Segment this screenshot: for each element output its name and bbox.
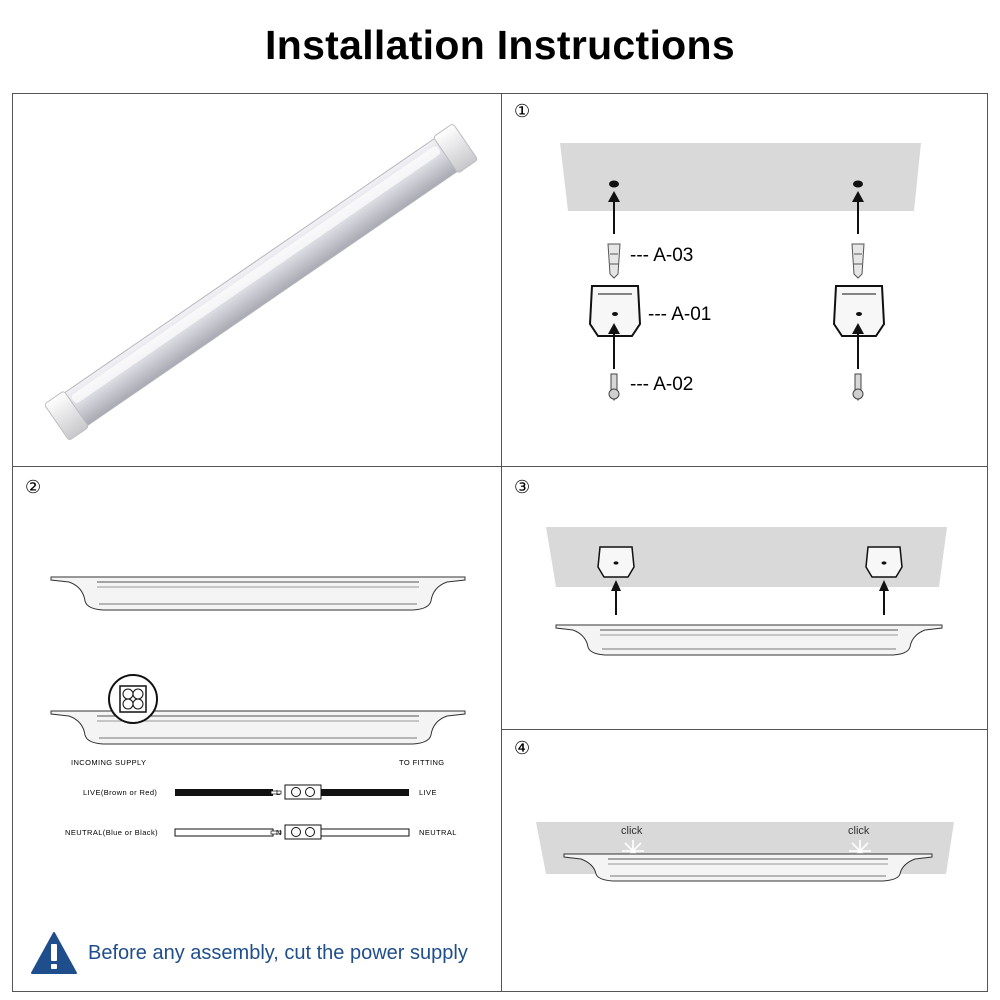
- batten-side-view-top: [50, 576, 466, 611]
- step-2-panel: ② INCOMING SUPPLY TO FITTING LIVE(Brown …: [12, 466, 502, 992]
- incoming-supply-label: INCOMING SUPPLY: [71, 758, 146, 767]
- to-fitting-label: TO FITTING: [399, 758, 445, 767]
- step-2-diagram: INCOMING SUPPLY TO FITTING LIVE(Brown or…: [50, 576, 466, 840]
- live-supply-label: LIVE(Brown or Red): [83, 788, 157, 797]
- step-4-number: ④: [514, 738, 531, 759]
- page-title: Installation Instructions: [265, 22, 735, 68]
- power-warning: Before any assembly, cut the power suppl…: [30, 930, 468, 976]
- step-4-diagram: click click: [536, 822, 954, 882]
- step-1-number: ①: [514, 101, 531, 122]
- step-2-number: ②: [25, 477, 42, 498]
- warning-text: Before any assembly, cut the power suppl…: [88, 941, 468, 964]
- step-3-panel: ③: [501, 466, 988, 730]
- step-1-diagram: --- A-03 --- A-01 --- A-02: [560, 143, 921, 402]
- label-a01: --- A-01: [648, 304, 711, 325]
- neutral-fitting-label: NEUTRAL: [419, 828, 457, 837]
- ceiling-hole-right: [853, 180, 863, 188]
- neutral-mark: N: [276, 828, 282, 837]
- live-fitting-label: LIVE: [419, 788, 437, 797]
- click-label-left: click: [621, 825, 643, 837]
- batten-side-view: [555, 624, 943, 656]
- ceiling: [560, 143, 921, 211]
- step-1-panel: ①: [501, 93, 988, 467]
- warning-triangle-icon: [31, 932, 77, 974]
- step-3-number: ③: [514, 477, 531, 498]
- label-a02: --- A-02: [630, 374, 693, 395]
- batten-side-view-bottom: [50, 710, 466, 745]
- live-wire-connection: L: [175, 784, 409, 800]
- live-mark: L: [276, 788, 281, 797]
- ceiling-hole-left: [609, 180, 619, 188]
- neutral-wire-connection: N: [174, 824, 410, 840]
- step-4-panel: ④ click click: [501, 729, 988, 992]
- mount-right: [832, 191, 886, 402]
- label-a03: --- A-03: [630, 245, 693, 266]
- click-label-right: click: [848, 825, 870, 837]
- batten-mounted: [563, 853, 933, 882]
- step-3-diagram: [546, 527, 947, 656]
- mount-left: [588, 191, 642, 402]
- ceiling: [546, 527, 947, 587]
- neutral-supply-label: NEUTRAL(Blue or Black): [65, 828, 158, 837]
- led-batten-image: [44, 124, 478, 440]
- product-photo-panel: [12, 93, 502, 467]
- terminal-block-inset: [108, 674, 158, 724]
